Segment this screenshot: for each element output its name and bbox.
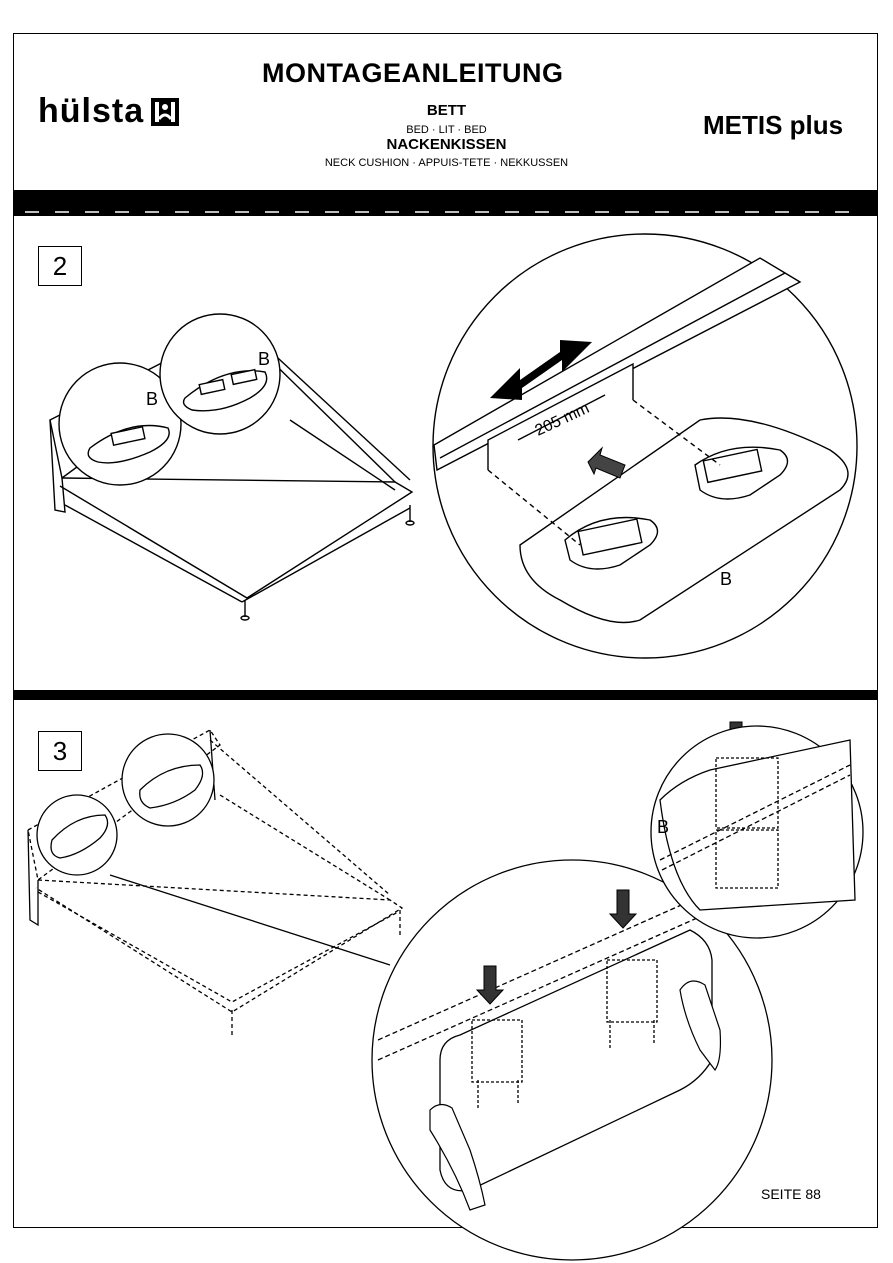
step2-label-b-left: B	[146, 389, 158, 409]
step3-small-zoom-detail	[650, 725, 864, 939]
product-name: METIS plus	[703, 110, 844, 140]
step2-label-b-right: B	[258, 349, 270, 369]
item1-title: BETT	[426, 102, 467, 119]
double-arrow-icon	[490, 340, 592, 400]
brand-name: hülsta	[38, 92, 145, 130]
step3-bed-frame	[27, 729, 404, 1035]
step2-zoom-label-b: B	[720, 569, 732, 589]
page-title: MONTAGEANLEITUNG	[262, 58, 564, 88]
huelsta-logo-mark-icon	[151, 97, 180, 126]
step2-zoom-detail	[432, 233, 858, 659]
step-number-2: 2	[38, 246, 82, 286]
step3-detail-circles	[36, 733, 215, 876]
push-arrow-icon	[587, 446, 626, 479]
brand-logo: hülsta	[38, 92, 180, 131]
item1-translations: BED · LIT · BED	[406, 124, 487, 136]
section-divider	[13, 690, 878, 700]
item2-title: NACKENKISSEN	[386, 136, 507, 153]
item2-translations: NECK CUSHION · APPUIS-TETE · NEKKUSSEN	[324, 157, 569, 169]
step-number-3: 3	[38, 731, 82, 771]
page-number: SEITE 88	[761, 1186, 821, 1202]
page-frame	[13, 33, 878, 1228]
step3-zoom-label-b: B	[657, 817, 669, 837]
step2-detail-circles	[58, 313, 281, 486]
hand-icon	[429, 980, 722, 1211]
